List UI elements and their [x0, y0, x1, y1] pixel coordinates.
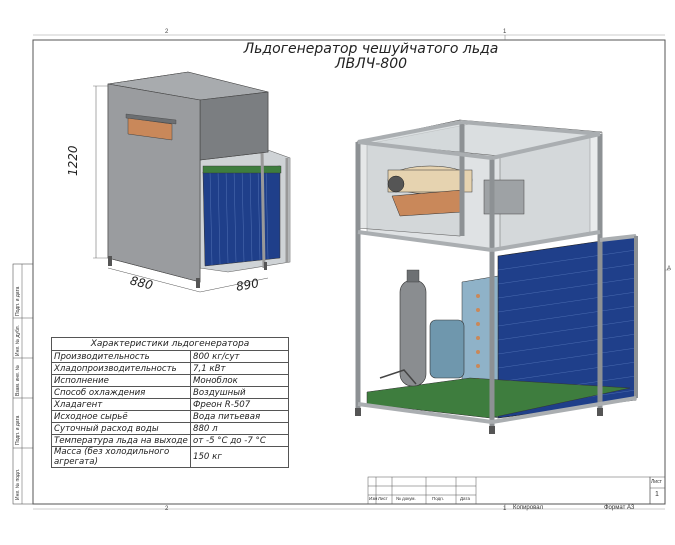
- stamp-col-date: Дата: [460, 496, 470, 501]
- spec-value: Вода питьевая: [190, 410, 289, 423]
- spec-value: Воздушный: [190, 386, 289, 399]
- spec-label: Хладопроизводительность: [51, 362, 191, 375]
- spec-value: 800 кг/сут: [190, 350, 289, 363]
- side-label-inv-podl: Инв. № подл.: [15, 468, 21, 500]
- spec-label: Хладагент: [51, 398, 191, 411]
- spec-label: Исполнение: [51, 374, 191, 387]
- dimension-height: 1220: [66, 145, 80, 176]
- side-block: [12, 263, 34, 505]
- stamp-sheet-label: Лист: [651, 479, 662, 485]
- side-label-podp-data-2: Подп. и дата: [15, 286, 21, 316]
- spec-value: 880 л: [190, 422, 289, 435]
- spec-value: 7,1 кВт: [190, 362, 289, 375]
- title-stamp: [367, 476, 666, 505]
- title-line-1: Льдогенератор чешуйчатого льда: [243, 41, 499, 57]
- spec-label: Исходное сырьё: [51, 410, 191, 423]
- specs-table: Характеристики льдогенератора Производит…: [51, 337, 289, 468]
- zone-bottom-1: 1: [503, 506, 507, 512]
- stamp-col-list: Лист: [378, 496, 388, 501]
- spec-row: Масса (без холодильного агрегата)150 кг: [51, 446, 289, 468]
- footer-copied: Копировал: [513, 505, 544, 511]
- ice-chute-left: [127, 117, 173, 141]
- spec-label: Суточный расход воды: [51, 422, 191, 435]
- side-label-vzam-inv: Взам. инв. №: [15, 365, 21, 396]
- drawing-title: Льдогенератор чешуйчатого льда ЛВЛЧ-800: [236, 42, 506, 72]
- spec-value: от -5 °C до -7 °C: [190, 434, 289, 447]
- base-floor: [366, 377, 631, 419]
- condenser-left: [202, 165, 281, 267]
- zone-bottom-2: 2: [165, 506, 169, 512]
- machine-right-view: [355, 119, 638, 434]
- compressor: [429, 319, 465, 379]
- spec-label: Способ охлаждения: [51, 386, 191, 399]
- zone-top-1: 1: [503, 29, 507, 35]
- spec-value: 150 кг: [190, 446, 289, 468]
- spec-label: Масса (без холодильного агрегата): [51, 446, 191, 468]
- zone-top-2: 2: [165, 29, 169, 35]
- specs-caption: Характеристики льдогенератора: [51, 337, 289, 350]
- stamp-col-docnum: № докум.: [396, 496, 416, 501]
- spec-value: Фреон R-507: [190, 398, 289, 411]
- stamp-sheet-number: 1: [655, 491, 659, 498]
- spec-label: Температура льда на выходе: [51, 434, 191, 447]
- side-label-inv-dubl: Инв. № дубл.: [15, 325, 21, 356]
- title-line-2: ЛВЛЧ-800: [334, 56, 408, 72]
- machine-left-view: [93, 71, 291, 293]
- spec-value: Моноблок: [190, 374, 289, 387]
- spec-label: Производительность: [51, 350, 191, 363]
- stamp-col-sign: Подп.: [432, 496, 444, 501]
- footer-format: Формат А3: [604, 505, 635, 511]
- zone-side-a: A: [667, 266, 672, 272]
- side-label-podp-data-1: Подп. и дата: [15, 415, 21, 445]
- cabinet-front: [107, 83, 201, 283]
- stamp-col-izm: Изм: [369, 496, 378, 501]
